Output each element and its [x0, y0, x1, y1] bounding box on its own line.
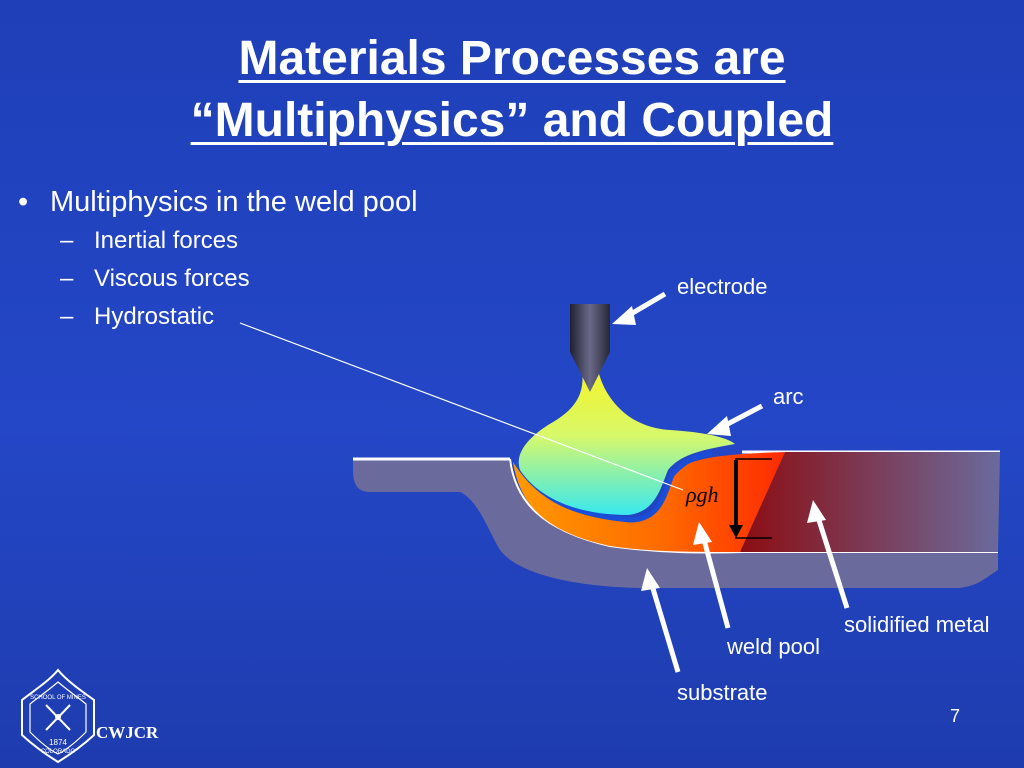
- title-line-2: “Multiphysics” and Coupled: [190, 94, 834, 147]
- arc-plasma-shape: [518, 370, 735, 515]
- dash-glyph: –: [60, 265, 74, 292]
- bullet-list: •Multiphysics in the weld pool –Inertial…: [18, 182, 418, 336]
- weld-pool-arrow: [693, 522, 731, 629]
- logo-arc-text: SCHOOL OF MINES: [30, 695, 86, 701]
- weld-pool-label: weld pool: [727, 634, 820, 659]
- bullet-glyph: •: [18, 186, 29, 218]
- formula-label: ρgh: [686, 482, 719, 507]
- slide-title: Materials Processes are “Multiphysics” a…: [0, 28, 1024, 152]
- sub-bullet-text: Inertial forces: [94, 227, 239, 254]
- electrode-arrow: [612, 291, 667, 325]
- bullet-main-text: Multiphysics in the weld pool: [50, 186, 418, 218]
- solidified-metal-arrow: [807, 500, 850, 609]
- dash-glyph: –: [60, 303, 74, 330]
- solidified-metal-label: solidified metal: [844, 612, 990, 637]
- sub-bullet-text: Viscous forces: [94, 265, 250, 292]
- footer-org: CWJCR: [96, 723, 159, 742]
- school-logo: 1874 SCHOOL OF MINES COLORADO: [21, 668, 95, 764]
- sub-bullet-viscous: –Viscous forces: [60, 260, 418, 298]
- logo-bottom-text: COLORADO: [41, 749, 76, 755]
- substrate-arrow: [641, 568, 681, 673]
- solidified-metal-shape: [740, 452, 1000, 552]
- title-line-1: Materials Processes are: [238, 32, 786, 85]
- sub-bullet-hydrostatic: –Hydrostatic: [60, 298, 418, 336]
- bullet-main: • Multiphysics in the weld pool: [18, 182, 418, 222]
- weld-pool-shape: [513, 452, 785, 552]
- hydrostatic-leader: [239, 322, 684, 491]
- sub-bullet-text: Hydrostatic: [94, 303, 215, 330]
- arc-arrow: [707, 403, 764, 436]
- dash-glyph: –: [60, 227, 74, 254]
- depth-arrow: [729, 458, 772, 539]
- electrode-label: electrode: [677, 274, 768, 299]
- sub-bullet-inertial: –Inertial forces: [60, 222, 418, 260]
- electrode-shape: [570, 304, 610, 392]
- substrate-label: substrate: [677, 680, 768, 705]
- logo-year: 1874: [49, 738, 67, 747]
- arc-label: arc: [773, 384, 804, 409]
- substrate-shape: [353, 458, 998, 588]
- page-number: 7: [950, 706, 961, 726]
